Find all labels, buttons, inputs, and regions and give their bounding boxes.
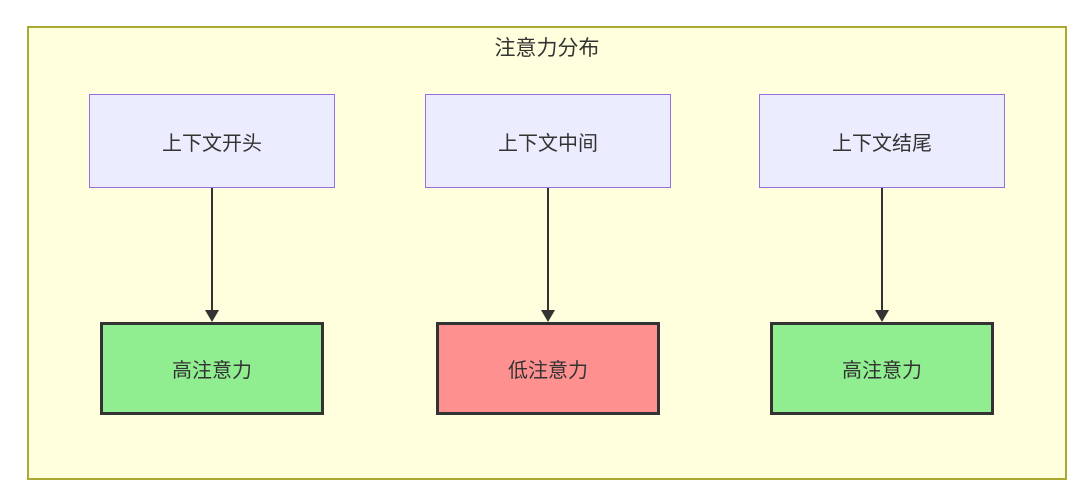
result-node-label: 低注意力: [508, 360, 588, 382]
arrow-down-connector: [541, 188, 555, 322]
arrow-down-icon: [541, 310, 555, 322]
arrow-down-connector: [875, 188, 889, 322]
arrow-down-icon: [875, 310, 889, 322]
result-node-high-attention-2: 高注意力: [770, 322, 994, 415]
source-node-context-start: 上下文开头: [89, 94, 335, 188]
result-node-label: 高注意力: [172, 360, 252, 382]
column-context-middle: 上下文中间 低注意力: [425, 94, 671, 415]
diagram-title: 注意力分布: [494, 37, 600, 60]
arrow-line: [210, 188, 214, 310]
column-context-end: 上下文结尾 高注意力: [759, 94, 1005, 415]
arrow-down-connector: [205, 188, 219, 322]
result-node-low-attention: 低注意力: [436, 322, 660, 415]
arrow-line: [880, 188, 884, 310]
source-node-context-middle: 上下文中间: [425, 94, 671, 188]
result-node-high-attention-1: 高注意力: [100, 322, 324, 415]
source-node-label: 上下文中间: [498, 132, 598, 155]
attention-distribution-container: 注意力分布 上下文开头 高注意力 上下文中间 低注意力: [27, 26, 1067, 480]
arrow-line: [546, 188, 550, 310]
source-node-label: 上下文开头: [162, 132, 262, 155]
source-node-label: 上下文结尾: [832, 132, 932, 155]
source-node-context-end: 上下文结尾: [759, 94, 1005, 188]
arrow-down-icon: [205, 310, 219, 322]
column-context-start: 上下文开头 高注意力: [89, 94, 335, 415]
result-node-label: 高注意力: [842, 360, 922, 382]
